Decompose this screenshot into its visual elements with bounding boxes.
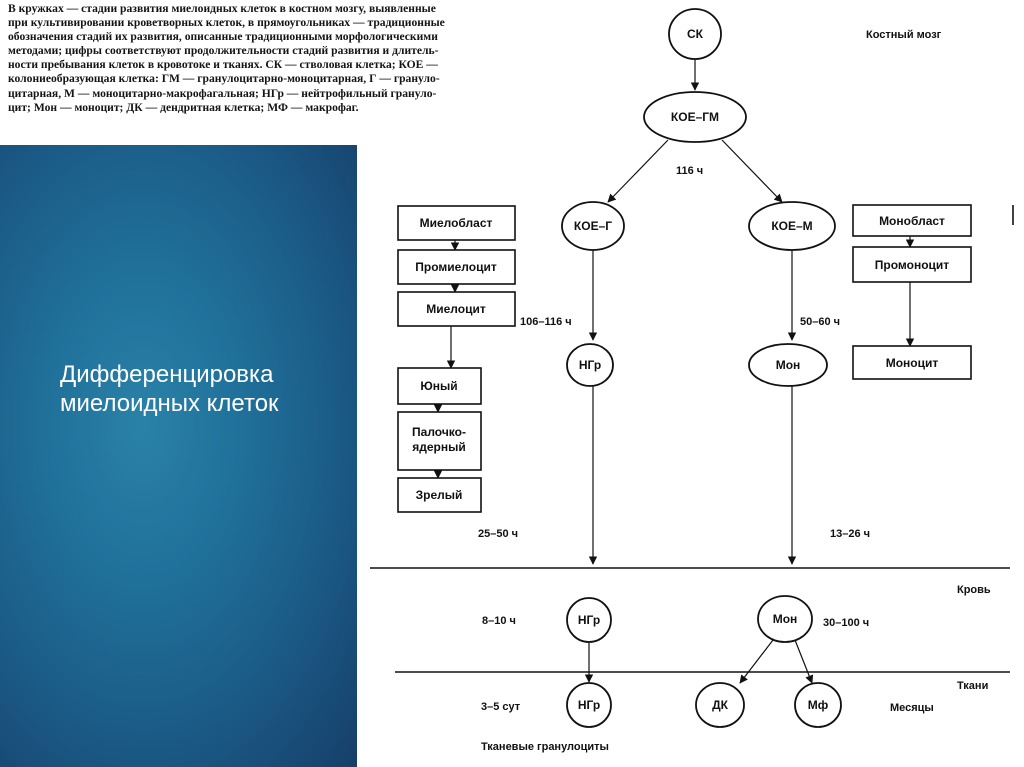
oval-mon-blood-label: Мон: [773, 612, 798, 626]
caption-line: методами; цифры соответствуют продолжите…: [8, 44, 439, 58]
figure-caption: В кружках — стадии развития миелоидных к…: [8, 2, 556, 140]
box-band: [397, 411, 482, 471]
box-myelocyte: [397, 291, 516, 327]
oval-ngr-tissue-label: НГр: [578, 698, 600, 712]
oval-ngr-marrow-label: НГр: [579, 358, 601, 372]
duration-granulo-release: 25–50 ч: [478, 528, 518, 540]
zone-label-bone-marrow: Костный мозг: [866, 29, 942, 41]
box-band-label-line2: ядерный: [412, 440, 466, 454]
oval-sk: [668, 8, 722, 60]
caption-line: ности пребывания клеток в кровотоке и тк…: [8, 58, 438, 72]
oval-koe-g-label: КОЕ–Г: [574, 219, 612, 233]
oval-dk-label: ДК: [712, 698, 729, 712]
duration-koe-gm: 116 ч: [676, 165, 703, 177]
box-band-label-line1: Палочко-: [412, 425, 466, 439]
caption-line: при культивировании кроветворных клеток,…: [8, 16, 445, 30]
edge-mon-to-dk: [739, 639, 774, 684]
box-promonocyte: [852, 246, 972, 283]
slide-title-line-1: Дифференцировка: [60, 361, 274, 388]
oval-ngr-marrow: [566, 343, 614, 387]
duration-mon-blood: 30–100 ч: [823, 617, 869, 629]
oval-koe-gm-label: КОЕ–ГМ: [671, 110, 719, 124]
oval-koe-gm: [643, 91, 747, 143]
zone-label-tissue-granulocytes: Тканевые гранулоциты: [481, 741, 609, 753]
edge-koe-gm-to-koe-g: [607, 139, 669, 203]
edge-koe-gm-to-koe-m: [721, 139, 783, 203]
zone-label-months: Месяцы: [890, 702, 934, 714]
caption-line: цит; Мон — моноцит; ДК — дендритная клет…: [8, 100, 359, 114]
box-mature: [397, 477, 482, 513]
box-myeloblast: [397, 205, 516, 241]
box-myelocyte-label: Миелоцит: [426, 302, 486, 316]
box-mature-label: Зрелый: [416, 488, 463, 502]
caption-line: цитарная, М — моноцитарно-макрофагальная…: [8, 86, 437, 100]
caption-line: обозначения стадий их развития, описанны…: [8, 30, 438, 44]
duration-ngr-blood: 8–10 ч: [482, 615, 516, 627]
title-panel: [0, 145, 357, 767]
oval-koe-m: [748, 201, 836, 251]
duration-granulo-marrow: 106–116 ч: [520, 316, 572, 328]
zone-label-blood: Кровь: [957, 584, 991, 596]
oval-mon-marrow-label: Мон: [776, 358, 801, 372]
box-promyelocyte-label: Промиелоцит: [415, 260, 497, 274]
caption-line: В кружках — стадии развития миелоидных к…: [8, 2, 436, 15]
box-young-label: Юный: [420, 379, 457, 393]
duration-mono-marrow: 50–60 ч: [800, 316, 840, 328]
box-monoblast: [852, 204, 972, 237]
box-monocyte-label: Моноцит: [886, 356, 939, 370]
box-monocyte: [852, 345, 972, 380]
oval-mon-blood: [757, 595, 813, 643]
box-young: [397, 367, 482, 405]
oval-mf-label: Мф: [808, 698, 829, 712]
oval-koe-g: [561, 201, 625, 251]
oval-mf: [794, 682, 842, 728]
oval-mon-marrow: [748, 343, 828, 387]
box-monoblast-label: Монобласт: [879, 214, 945, 228]
edge-mon-to-mf: [794, 639, 814, 684]
zone-label-tissues: Ткани: [957, 680, 988, 692]
oval-koe-m-label: КОЕ–М: [771, 219, 812, 233]
duration-ngr-tissue: 3–5 сут: [481, 701, 521, 713]
oval-sk-label: СК: [687, 27, 704, 41]
slide-title: Дифференцировка миелоидных клеток: [60, 360, 350, 418]
box-promonocyte-label: Промоноцит: [875, 258, 950, 272]
oval-ngr-blood: [566, 597, 612, 643]
oval-ngr-tissue: [566, 682, 612, 728]
box-myeloblast-label: Миелобласт: [420, 216, 493, 230]
oval-ngr-blood-label: НГр: [578, 613, 600, 627]
oval-dk: [695, 682, 745, 728]
caption-line: колониеобразующая клетка: ГМ — гранулоци…: [8, 72, 440, 86]
duration-mono-release: 13–26 ч: [830, 528, 870, 540]
slide-title-line-2: миелоидных клеток: [60, 390, 279, 417]
box-promyelocyte: [397, 249, 516, 285]
